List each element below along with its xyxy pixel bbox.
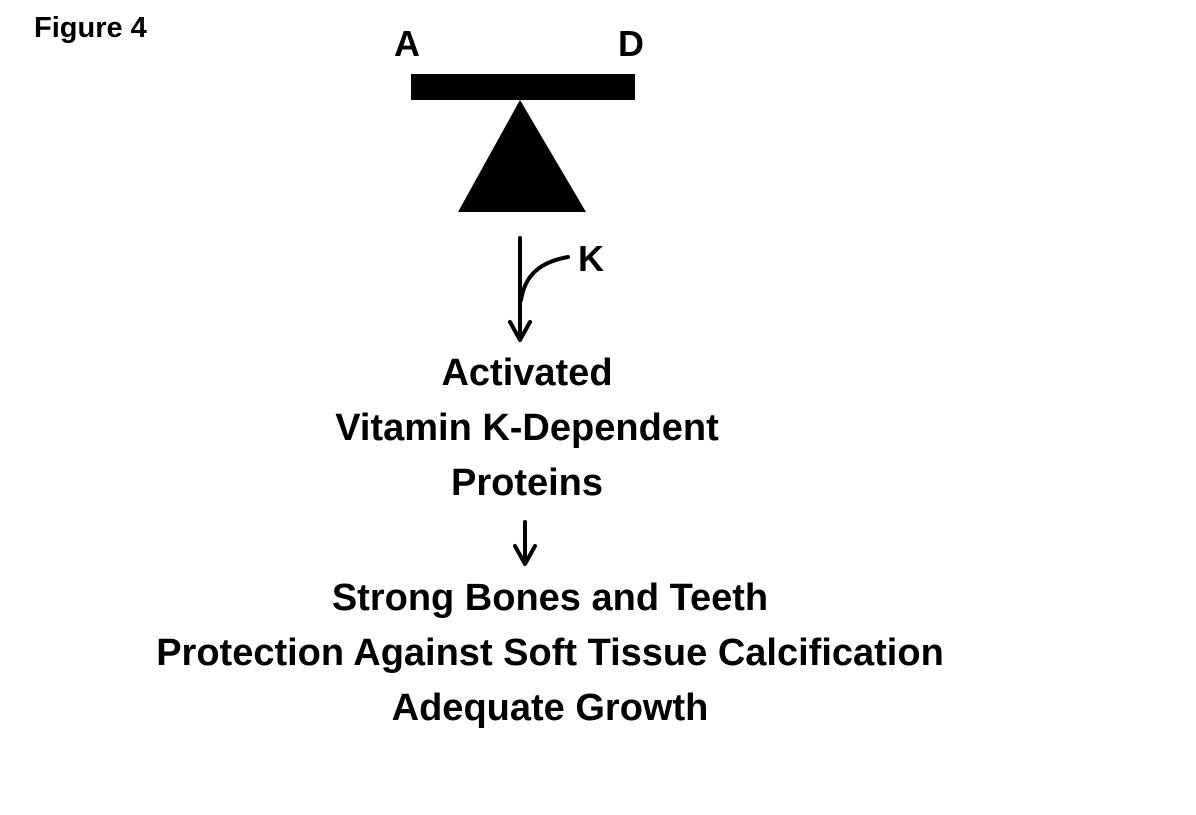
seesaw-beam (411, 74, 635, 100)
proteins-line: Proteins (450, 462, 604, 504)
activation-arrow (508, 236, 570, 342)
outcome-arrow (513, 520, 537, 566)
outcome-line: Adequate Growth (391, 687, 709, 729)
proteins-line: Vitamin K-Dependent (335, 407, 719, 449)
outcomes-node: Strong Bones and Teeth Protection Agains… (0, 571, 1100, 736)
cofactor-label: K (578, 238, 604, 279)
seesaw-left-label: A (394, 23, 420, 64)
proteins-line: Activated (441, 352, 613, 394)
outcome-line: Strong Bones and Teeth (331, 577, 769, 619)
figure-label: Figure 4 (34, 12, 147, 44)
activated-proteins-node: Activated Vitamin K-Dependent Proteins (0, 346, 1054, 511)
seesaw-right-label: D (618, 23, 644, 64)
outcome-line: Protection Against Soft Tissue Calcifica… (156, 632, 944, 674)
seesaw-fulcrum (458, 100, 586, 212)
